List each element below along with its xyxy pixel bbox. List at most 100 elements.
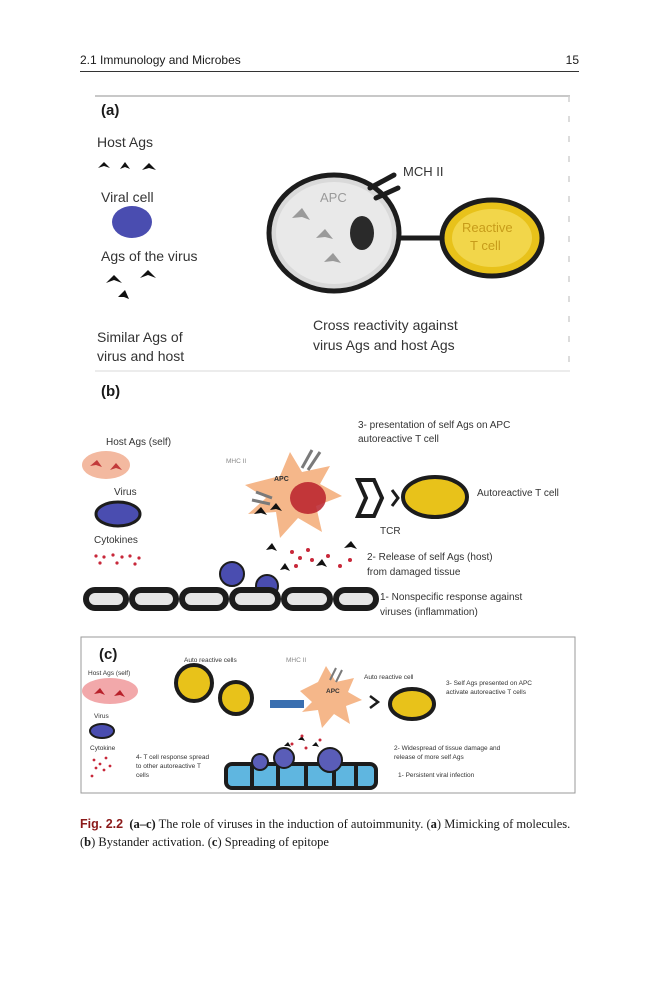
apc-self-ags: [254, 503, 282, 515]
caption-text-1: The role of viruses in the induction of …: [158, 817, 431, 831]
apc-arm-blue: [270, 700, 304, 708]
mhc-ii-receptor: [329, 667, 343, 683]
reactive-t-cell-label-line2: T cell: [470, 238, 501, 253]
cytokine-icon: [90, 756, 112, 778]
virus-particle-1: [219, 561, 245, 587]
auto-reactive-cell-2: [218, 680, 254, 716]
step1-line1: 1- Nonspecific response against: [380, 592, 523, 603]
panel-c: (c) Host Ags (self) Virus Cytokine Auto …: [80, 636, 577, 796]
virus-icon: [89, 723, 115, 739]
apc-nucleus: [350, 216, 374, 250]
viral-cell-icon: [112, 206, 152, 238]
presentation-arrow: [354, 478, 385, 518]
cross-reactivity-line2: virus Ags and host Ags: [313, 337, 455, 353]
figure-caption: Fig. 2.2 (a–c) The role of viruses in th…: [80, 815, 580, 851]
apc-label: APC: [274, 476, 289, 483]
host-ags-icon: [98, 162, 156, 170]
caption-text-4: ) Spreading of epitope: [217, 835, 329, 850]
panel-c-drawing: [80, 636, 576, 794]
step1-label: 1- Persistent viral infection: [398, 772, 475, 779]
step3-line2: activate autoreactive T cells: [446, 689, 526, 696]
step2-line1: 2- Release of self Ags (host): [367, 552, 493, 563]
step1-line2: viruses (inflammation): [380, 607, 478, 618]
panel-b: (b) Host Ags (self) Virus Cytokines MHC …: [80, 380, 580, 630]
legend-viral-cell: Viral cell: [101, 189, 154, 205]
released-cytokines: [290, 734, 322, 750]
mhc-ii-receptor: [251, 449, 322, 506]
host-ags-self-label: Host Ags (self): [106, 437, 172, 448]
tcr-arrow-icon: [390, 489, 400, 507]
mhc-ii-label: MHC II: [226, 458, 247, 465]
virus-particle-1: [251, 753, 269, 771]
autoreactive-t-cell: [401, 475, 469, 519]
panel-a-label: (a): [101, 102, 120, 119]
virus-label: Virus: [114, 487, 137, 498]
caption-b: b: [84, 835, 92, 850]
auto-reactive-cell-3: [388, 687, 436, 721]
cytokine-label: Cytokine: [90, 745, 116, 752]
panel-b-drawing: [82, 449, 469, 611]
released-cytokines: [290, 548, 352, 568]
tcr-arrow-icon: [369, 695, 381, 709]
mhc-ii-label: MHC II: [286, 657, 307, 664]
panel-c-label: (c): [99, 646, 118, 663]
mhc-ii-label: MCH II: [403, 164, 444, 179]
step3-line2: autoreactive T cell: [358, 434, 439, 445]
autoreactive-t-cell-label: Autoreactive T cell: [477, 488, 559, 499]
step3-line1: 3- Self Ags presented on APC: [446, 680, 532, 687]
panel-a: (a) Host Ags Viral cell Ags of the virus…: [80, 92, 572, 374]
mhc-ii-receptor: [367, 172, 401, 201]
released-self-ags: [284, 736, 319, 747]
apc-label: APC: [320, 190, 347, 205]
panel-a-drawing: [95, 95, 570, 372]
apc-dendritic-cell: [300, 666, 362, 728]
step2-line2: from damaged tissue: [367, 567, 461, 578]
tcr-label: TCR: [380, 526, 401, 537]
host-ags-self-icon: [94, 688, 125, 697]
caption-text-2: ) Mimicking of molecules. (: [80, 817, 571, 850]
virus-particle-3: [317, 747, 343, 773]
host-ags-self-blob: [82, 451, 130, 479]
legend-similar-ags-line1: Similar Ags of: [97, 329, 183, 345]
auto-reactive-cell-1: [174, 663, 214, 703]
step3-line1: 3- presentation of self Ags on APC: [358, 420, 511, 431]
step4-line2: to other autoreactive T: [136, 763, 201, 770]
reactive-t-cell-label-line1: Reactive: [462, 220, 513, 235]
tissue-cells-row: [83, 587, 379, 611]
auto-reactive-cell-label: Auto reactive cell: [364, 674, 414, 681]
step2-line1: 2- Widespread of tissue damage and: [394, 745, 501, 752]
host-ags-self-icon: [90, 460, 122, 470]
panel-b-label: (b): [101, 383, 121, 400]
caption-a: a: [430, 817, 437, 831]
host-ags-self-label: Host Ags (self): [88, 670, 131, 677]
tissue-cells-row: [224, 762, 378, 790]
cytokines-label: Cytokines: [94, 535, 138, 546]
header-rule: [80, 71, 579, 72]
virus-label: Virus: [94, 713, 109, 720]
apc-antigen-2: [316, 229, 333, 239]
apc-cell: [266, 172, 402, 294]
caption-c: c: [211, 835, 218, 850]
step4-line1: 4- T cell response spread: [136, 754, 210, 761]
caption-text-3: ) Bystander activation. (: [91, 835, 212, 850]
virus-particle-2: [273, 747, 295, 769]
released-self-ags: [266, 541, 357, 571]
apc-antigen-1: [292, 208, 310, 220]
host-ags-self-blob: [82, 678, 138, 704]
page-number: 15: [565, 53, 579, 67]
step4-line3: cells: [136, 772, 150, 779]
step2-line2: release of more self Ags: [394, 754, 464, 761]
figure-number: Fig. 2.2: [80, 817, 124, 831]
auto-reactive-cells-label: Auto reactive cells: [184, 657, 237, 664]
cytokines-icon: [94, 553, 141, 566]
virus-icon: [94, 500, 142, 528]
legend-similar-ags-line2: virus and host: [97, 348, 185, 364]
apc-label: APC: [326, 688, 340, 695]
apc-nucleus-red: [290, 482, 326, 514]
legend-host-ags: Host Ags: [97, 134, 154, 150]
virus-ags-icon: [106, 270, 156, 299]
legend-ags-of-virus: Ags of the virus: [101, 248, 198, 264]
caption-range: (a–c): [129, 817, 156, 831]
running-header-section: 2.1 Immunology and Microbes: [80, 53, 241, 67]
apc-antigen-3: [324, 253, 341, 263]
